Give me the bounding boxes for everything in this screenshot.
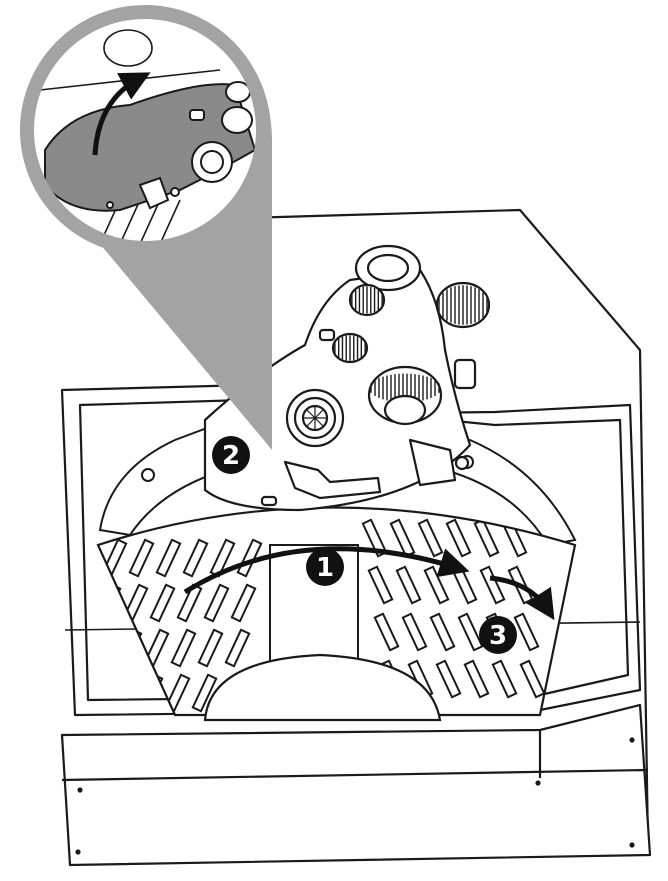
detail-view [39, 29, 257, 248]
step-marker-label: 2 [222, 441, 240, 471]
screw [535, 780, 541, 786]
step-marker-1: 1 [306, 548, 344, 586]
step-marker-label: 1 [316, 553, 334, 583]
latch-lever [283, 460, 382, 500]
ridged-dial-large [367, 365, 443, 426]
ridged-dial-mid [331, 332, 369, 364]
pivot-screw [454, 455, 470, 471]
side-button [318, 328, 336, 342]
grille-slot [224, 628, 251, 668]
grille-slot [423, 565, 450, 605]
center-hub [203, 653, 442, 722]
hat-switch [285, 388, 345, 448]
ridged-dial-side [435, 281, 491, 329]
lift-arrow-icon [92, 72, 151, 156]
guide-screw [141, 468, 155, 482]
grille-slot [479, 565, 506, 605]
handle-body [203, 268, 472, 512]
grille-slot [373, 612, 400, 652]
curved-arrow-right-icon [183, 546, 470, 595]
grille-slot [491, 659, 518, 699]
grille-slot [191, 673, 218, 713]
magnifier-callout [20, 5, 272, 450]
grille-slot [149, 583, 176, 623]
screw [77, 787, 83, 793]
grille-slot [429, 612, 456, 652]
grille-slot [519, 659, 546, 699]
step-marker-2: 2 [212, 436, 250, 474]
side-button [453, 358, 477, 390]
grille-slot [230, 583, 257, 623]
ridged-dial-top [348, 283, 386, 317]
latch-slot [260, 495, 278, 507]
front-panel [60, 703, 652, 867]
curved-arrow-down-icon [489, 575, 555, 621]
grille-slot [473, 518, 500, 558]
grille-slot [170, 628, 197, 668]
grille-slot [463, 659, 490, 699]
grille-slot [203, 583, 230, 623]
grille-slot [395, 565, 422, 605]
grille-slot [367, 565, 394, 605]
screw [629, 842, 635, 848]
screw [75, 849, 81, 855]
grille-slot [457, 612, 484, 652]
grille-slot [361, 518, 388, 558]
grille-slot [435, 659, 462, 699]
step-marker-3: 3 [479, 616, 517, 654]
grille-slot [155, 538, 182, 578]
step-marker-label: 3 [489, 621, 507, 651]
pivot-bracket [408, 438, 457, 487]
grille-slot [513, 612, 540, 652]
grille-slot [128, 538, 155, 578]
throttle-handle [203, 244, 491, 512]
right-arc-guide [443, 438, 577, 547]
grille-slot [197, 628, 224, 668]
grille-slot [401, 612, 428, 652]
panel-screws [75, 737, 635, 855]
top-knob-inner [366, 253, 410, 283]
screw [629, 737, 635, 743]
grille-slot [182, 538, 209, 578]
